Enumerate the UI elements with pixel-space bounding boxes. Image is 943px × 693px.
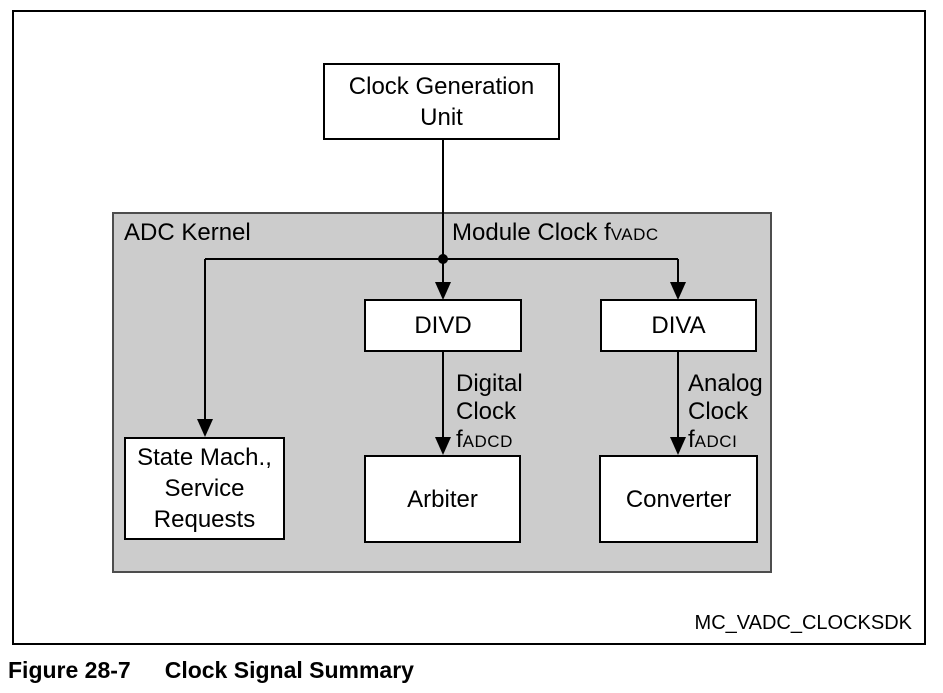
converter-label: Converter [625, 485, 732, 513]
figure-caption-title: Clock Signal Summary [164, 657, 414, 683]
diva-block: DIVA [600, 299, 757, 352]
figure-caption: Figure 28-7 Clock Signal Summary [8, 657, 414, 684]
clock-generation-unit-label-line2: Unit [420, 103, 463, 131]
state-machine-label-line3: Requests [153, 506, 256, 533]
figure-watermark: MC_VADC_CLOCKSDK [694, 612, 912, 634]
analog-clock-line2: Clock [688, 398, 749, 425]
analog-clock-symbol: f [688, 426, 695, 453]
arbiter-block: Arbiter [364, 455, 521, 543]
analog-clock-subscript: ADCI [694, 432, 738, 451]
digital-clock-symbol-line: fADCD [456, 426, 523, 456]
module-clock-subscript: VADC [610, 225, 659, 244]
digital-clock-subscript: ADCD [462, 432, 513, 451]
converter-block: Converter [599, 455, 758, 543]
digital-clock-line2: Clock [456, 398, 517, 425]
adc-kernel-label: ADC Kernel [124, 219, 251, 246]
clock-generation-unit-label-line1: Clock Generation [348, 72, 535, 100]
module-clock-label: Module Clock fVADC [452, 219, 659, 249]
arbiter-label: Arbiter [407, 485, 478, 513]
digital-clock-line1: Digital [456, 370, 523, 397]
analog-clock-symbol-line: fADCI [688, 426, 763, 456]
analog-clock-line1: Analog [688, 370, 763, 397]
figure-caption-number: Figure 28-7 [8, 657, 131, 683]
module-clock-text: Module Clock f [452, 219, 611, 246]
divd-label: DIVD [414, 312, 472, 339]
state-machine-label-line1: State Mach., [137, 444, 272, 471]
state-machine-label-line2: Service [164, 475, 245, 502]
digital-clock-symbol: f [456, 426, 463, 453]
state-machine-block: State Mach., Service Requests [124, 437, 285, 540]
diva-label: DIVA [651, 312, 706, 339]
clock-generation-unit-block: Clock Generation Unit [323, 63, 560, 140]
analog-clock-label: Analog Clock fADCI [688, 370, 763, 456]
digital-clock-label: Digital Clock fADCD [456, 370, 523, 456]
divd-block: DIVD [364, 299, 522, 352]
